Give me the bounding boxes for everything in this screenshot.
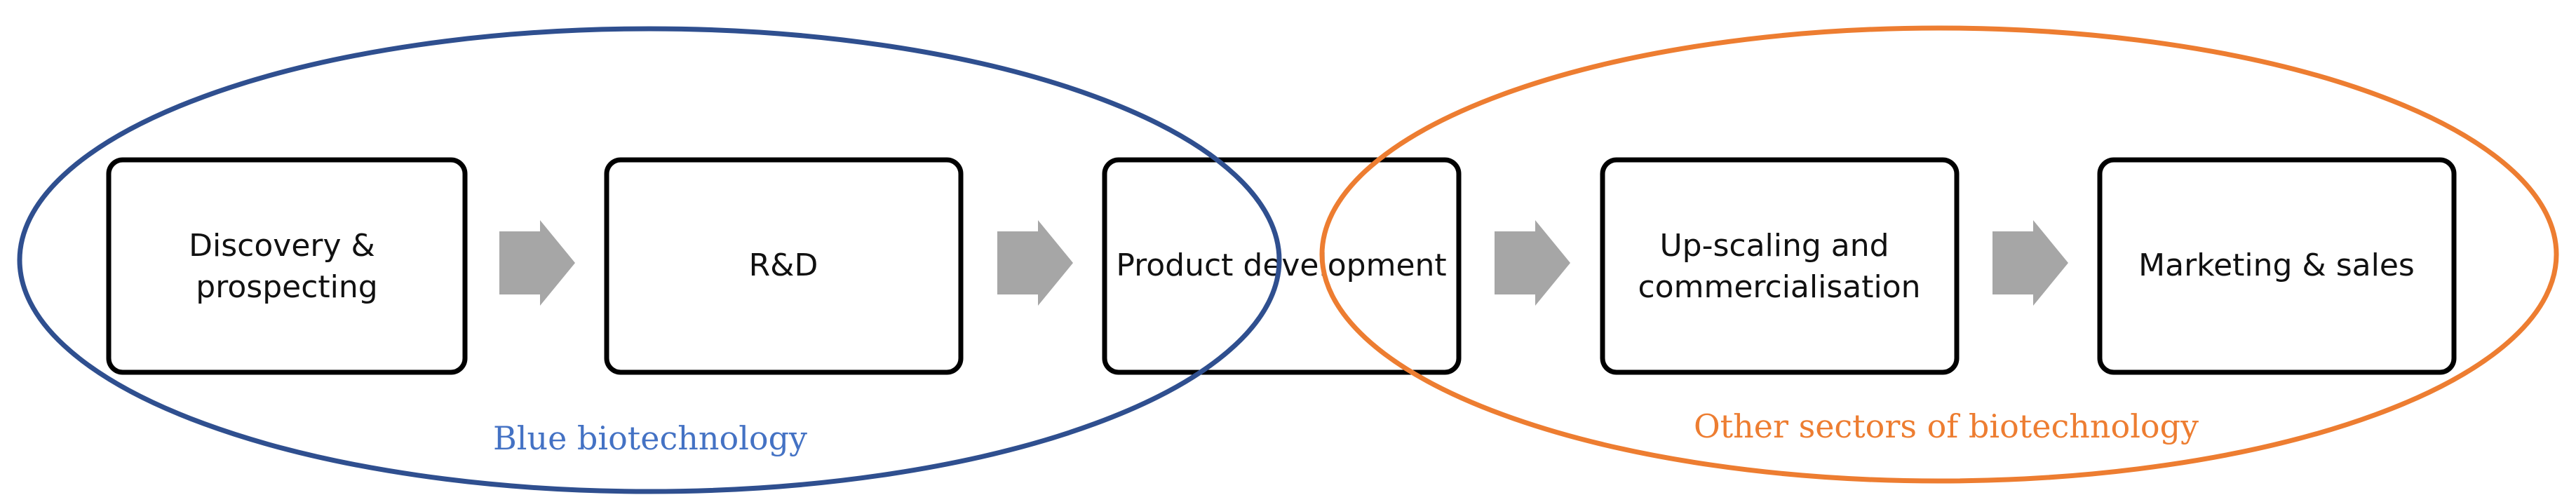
svg-text:R&D: R&D <box>749 247 818 283</box>
stage-label-line: Marketing & sales <box>2138 247 2415 283</box>
blue-biotechnology-label: Blue biotechnology <box>493 419 807 457</box>
stage-box-rnd: R&D <box>604 157 964 375</box>
flow-arrow-icon <box>499 220 575 306</box>
stage-box-discovery: Discovery & prospecting <box>106 157 468 375</box>
stage-label-line: R&D <box>749 247 818 283</box>
other-sectors-label: Other sectors of biotechnology <box>1694 407 2199 445</box>
svg-text:Marketing & sales: Marketing & sales <box>2138 247 2415 283</box>
stage-label-line: Up-scaling and <box>1659 228 1889 264</box>
stage-label-line: prospecting <box>196 269 377 305</box>
other-sectors-ellipse <box>1319 25 2559 484</box>
flow-arrow-icon <box>997 220 1073 306</box>
svg-text:Up-scaling and commercia: Up-scaling and commercialisation <box>1638 228 1920 305</box>
stage-label-line: commercialisation <box>1638 269 1920 305</box>
stage-label-line: Discovery & <box>189 228 375 264</box>
blue-biotechnology-ellipse <box>17 26 1282 494</box>
flow-arrow-icon <box>1992 220 2068 306</box>
flow-arrow-icon <box>1495 220 1570 306</box>
stage-box-product-development: Product development <box>1102 157 1462 375</box>
svg-text:Discovery & prospecting: Discovery & prospecting <box>189 228 385 305</box>
stage-box-marketing: Marketing & sales <box>2097 157 2457 375</box>
stage-box-upscaling: Up-scaling and commercialisation <box>1600 157 1960 375</box>
